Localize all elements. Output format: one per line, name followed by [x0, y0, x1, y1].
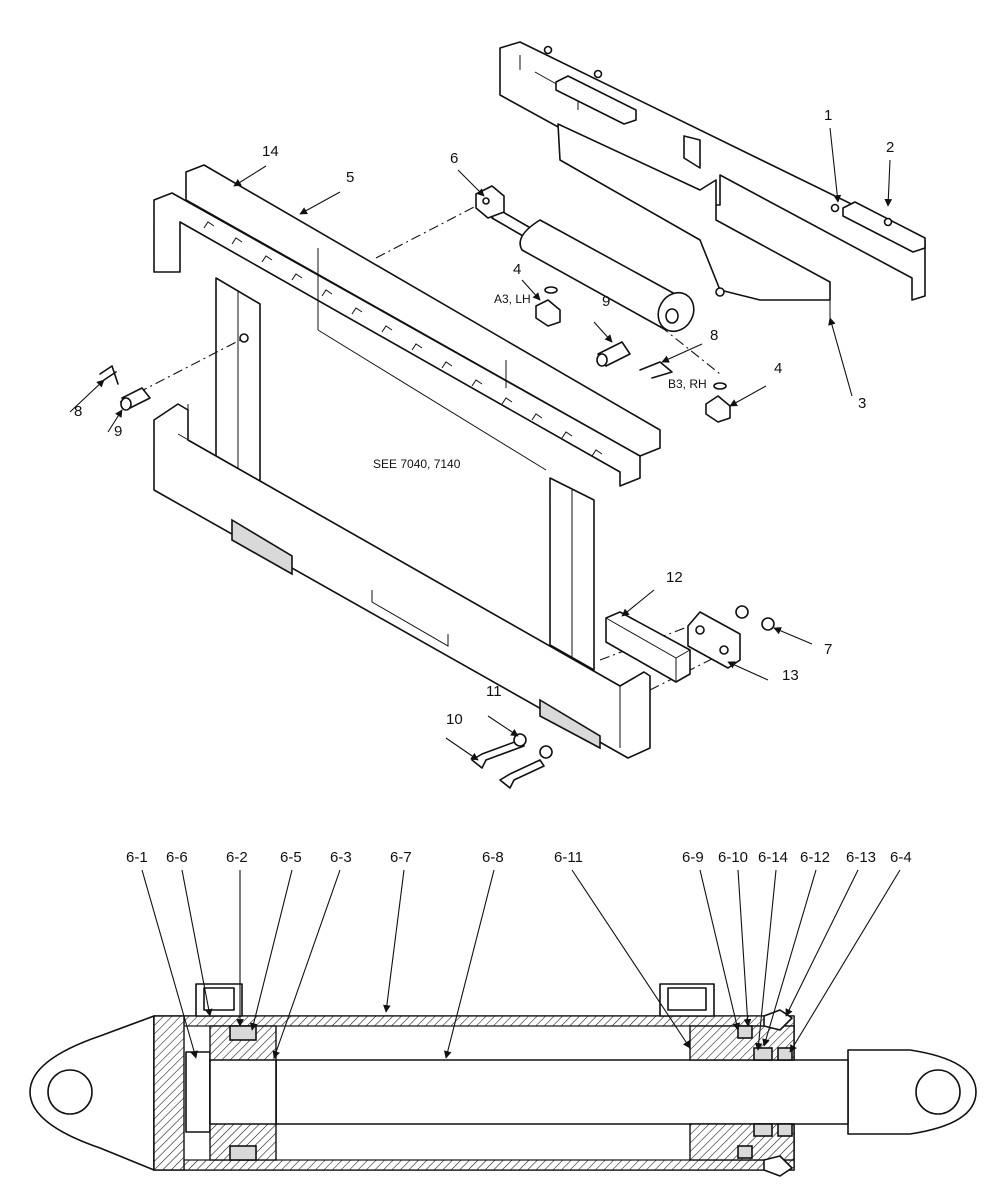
elbow-fitting	[535, 286, 731, 423]
note-a3-lh: A3, LH	[494, 292, 531, 306]
clip	[99, 361, 673, 385]
note-b3-rh: B3, RH	[668, 377, 707, 391]
callout-6-7: 6-7	[390, 849, 412, 866]
callout-1: 1	[824, 107, 832, 124]
upper-callouts: 1 2 3 4 A3, LH 4 B3, RH 5 6 7 8 8 9 9 10…	[69, 107, 894, 761]
callout-6-2: 6-2	[226, 849, 248, 866]
callout-3: 3	[858, 395, 866, 412]
callout-8a: 8	[74, 403, 82, 420]
callout-9b: 9	[602, 293, 610, 310]
lower-bearing	[605, 605, 775, 683]
callout-14: 14	[262, 143, 279, 160]
hydraulic-cylinder	[475, 185, 695, 333]
callout-6-12: 6-12	[800, 849, 830, 866]
callout-8b: 8	[710, 327, 718, 344]
screw-icon	[543, 45, 893, 227]
callout-9a: 9	[114, 423, 122, 440]
callout-10: 10	[446, 711, 463, 728]
callout-6-9: 6-9	[682, 849, 704, 866]
callout-5: 5	[346, 169, 354, 186]
bearing-strip	[555, 75, 926, 253]
pin	[120, 341, 631, 411]
callout-6-1: 6-1	[126, 849, 148, 866]
bolt	[471, 733, 553, 789]
callout-6-4: 6-4	[890, 849, 912, 866]
callout-2: 2	[886, 139, 894, 156]
callout-4b: 4	[774, 360, 782, 377]
callout-6-8: 6-8	[482, 849, 504, 866]
callout-6-6: 6-6	[166, 849, 188, 866]
callout-6-5: 6-5	[280, 849, 302, 866]
callout-6-14: 6-14	[758, 849, 788, 866]
callout-4a: 4	[513, 261, 521, 278]
callout-6-10: 6-10	[718, 849, 748, 866]
callout-6-13: 6-13	[846, 849, 876, 866]
callout-7: 7	[824, 641, 832, 658]
callout-12: 12	[666, 569, 683, 586]
callout-13: 13	[782, 667, 799, 684]
callout-11: 11	[486, 683, 502, 700]
cylinder-section	[29, 983, 977, 1177]
callout-6-11: 6-11	[554, 849, 583, 866]
callout-6-3: 6-3	[330, 849, 352, 866]
callout-6: 6	[450, 150, 458, 167]
note-see: SEE 7040, 7140	[373, 457, 461, 471]
carriage-frame	[153, 164, 661, 759]
cylinder-callouts: 6-1 6-6 6-2 6-5 6-3 6-7 6-8 6-11 6-9 6-1…	[126, 849, 912, 1059]
